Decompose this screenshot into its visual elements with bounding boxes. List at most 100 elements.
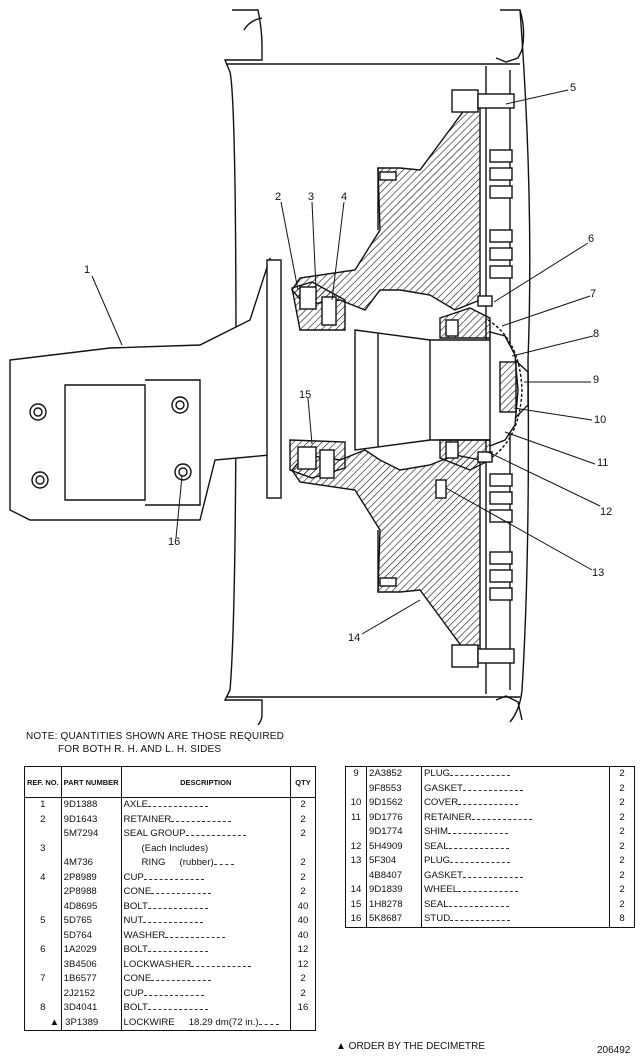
description-text: (Each Includes)	[141, 842, 209, 854]
ref-number-cell: 16	[345, 912, 367, 927]
leader-dashes	[148, 806, 209, 808]
callout-11: 11	[597, 457, 609, 469]
description-cell: BOLT	[121, 943, 292, 958]
description-text: CONE	[123, 973, 152, 985]
leader-dashes	[450, 775, 511, 777]
description-text: RETAINER	[424, 811, 472, 823]
ref-number-cell	[24, 856, 62, 871]
description-cell: GASKET	[421, 781, 610, 796]
description-text: BOLT	[123, 1002, 148, 1014]
leader-dashes	[458, 804, 519, 806]
description-text: SHIM	[424, 826, 448, 838]
qty-cell: 12	[297, 958, 309, 970]
description-cell: CUP	[121, 986, 292, 1001]
description-cell: PLUG	[421, 854, 610, 869]
description-cell: SHIM	[421, 825, 610, 840]
part-number-cell: 2P8989	[61, 870, 122, 885]
description-cell: SEAL GROUP	[121, 827, 292, 842]
ref-number-cell: 15	[345, 897, 367, 912]
leader-dashes	[447, 833, 508, 835]
part-number-cell: 3D4041	[61, 1001, 122, 1016]
ref-number-cell: 3	[24, 841, 62, 856]
ref-number-cell	[345, 781, 367, 796]
description-text: CUP	[123, 987, 144, 999]
qty-cell: 2	[619, 884, 625, 896]
part-number-text: 1A2029	[63, 944, 97, 956]
description-text: STUD	[424, 913, 451, 925]
leader-dashes	[450, 920, 511, 922]
description-cell: BOLT	[121, 899, 292, 914]
description-text: PLUG	[424, 855, 451, 867]
leader-dashes	[147, 1009, 208, 1011]
description-cell: NUT	[121, 914, 292, 929]
part-number-text: 5D764	[63, 929, 92, 941]
description-text: SEAL GROUP	[123, 828, 186, 840]
description-cell: (Each Includes)	[121, 841, 292, 856]
part-number-cell: 9D1562	[366, 796, 422, 811]
description-text: CONE	[123, 886, 152, 898]
ref-number-cell: 10	[345, 796, 367, 811]
description-cell: BOLT	[121, 1001, 292, 1016]
callout-9: 9	[593, 374, 600, 386]
leader-dashes	[151, 893, 212, 895]
ref-number-cell	[345, 868, 367, 883]
qty-cell: 2	[619, 782, 625, 794]
ref-number-cell: 14	[345, 883, 367, 898]
ref-number-cell: 9	[345, 766, 367, 782]
header-qty: QTY	[290, 766, 316, 798]
ref-number-cell	[24, 885, 62, 900]
description-cell: COVER	[421, 796, 610, 811]
qty-cell: 16	[297, 1002, 309, 1014]
part-number-text: 4D8695	[63, 900, 98, 912]
description-cell: SEAL	[421, 897, 610, 912]
leader-dashes	[143, 878, 204, 880]
part-number-cell: 2A3852	[366, 766, 422, 782]
qty-cell: 2	[619, 840, 625, 852]
order-by-decimetre-note: ▲ ORDER BY THE DECIMETRE	[336, 1041, 485, 1052]
part-number-text: 5H4909	[369, 840, 403, 852]
description-text: SEAL	[424, 840, 449, 852]
description-text: BOLT	[123, 944, 148, 956]
ref-number-cell: 2	[24, 812, 62, 827]
leader-dashes	[448, 905, 509, 907]
ref-number-cell: 1	[24, 797, 62, 813]
part-number-text: 5M7294	[63, 828, 99, 840]
part-number-text: 2J2152	[63, 987, 96, 999]
leader-dashes	[185, 835, 246, 837]
ref-number-cell: 13	[345, 854, 367, 869]
part-number-text: 9D1776	[369, 811, 403, 823]
description-text: GASKET	[424, 869, 463, 881]
part-number-cell: 5F304	[366, 854, 422, 869]
part-number-cell: 2P8988	[61, 885, 122, 900]
ref-number-cell: 4	[24, 870, 62, 885]
qty-cell: 2	[300, 799, 306, 811]
header-ref-no: REF. NO.	[24, 766, 62, 798]
part-number-cell: ▲3P1389	[50, 1015, 122, 1031]
leader-dashes	[143, 994, 204, 996]
part-number-text: 4B8407	[369, 869, 403, 881]
part-number-cell: 1H8278	[366, 897, 422, 912]
description-text: WASHER	[123, 929, 166, 941]
qty-cell: 2	[619, 811, 625, 823]
part-number-text: 2P8989	[63, 871, 97, 883]
description-text: CUP	[123, 871, 144, 883]
qty-cell: 2	[619, 898, 625, 910]
ref-number-cell: 12	[345, 839, 367, 854]
description-detail-text: 18.29 dm(72 in.)	[188, 1016, 259, 1028]
description-cell: RETAINER	[421, 810, 610, 825]
part-number-cell: 9D1774	[366, 825, 422, 840]
description-cell: CONE	[121, 885, 292, 900]
callout-8: 8	[593, 328, 600, 340]
